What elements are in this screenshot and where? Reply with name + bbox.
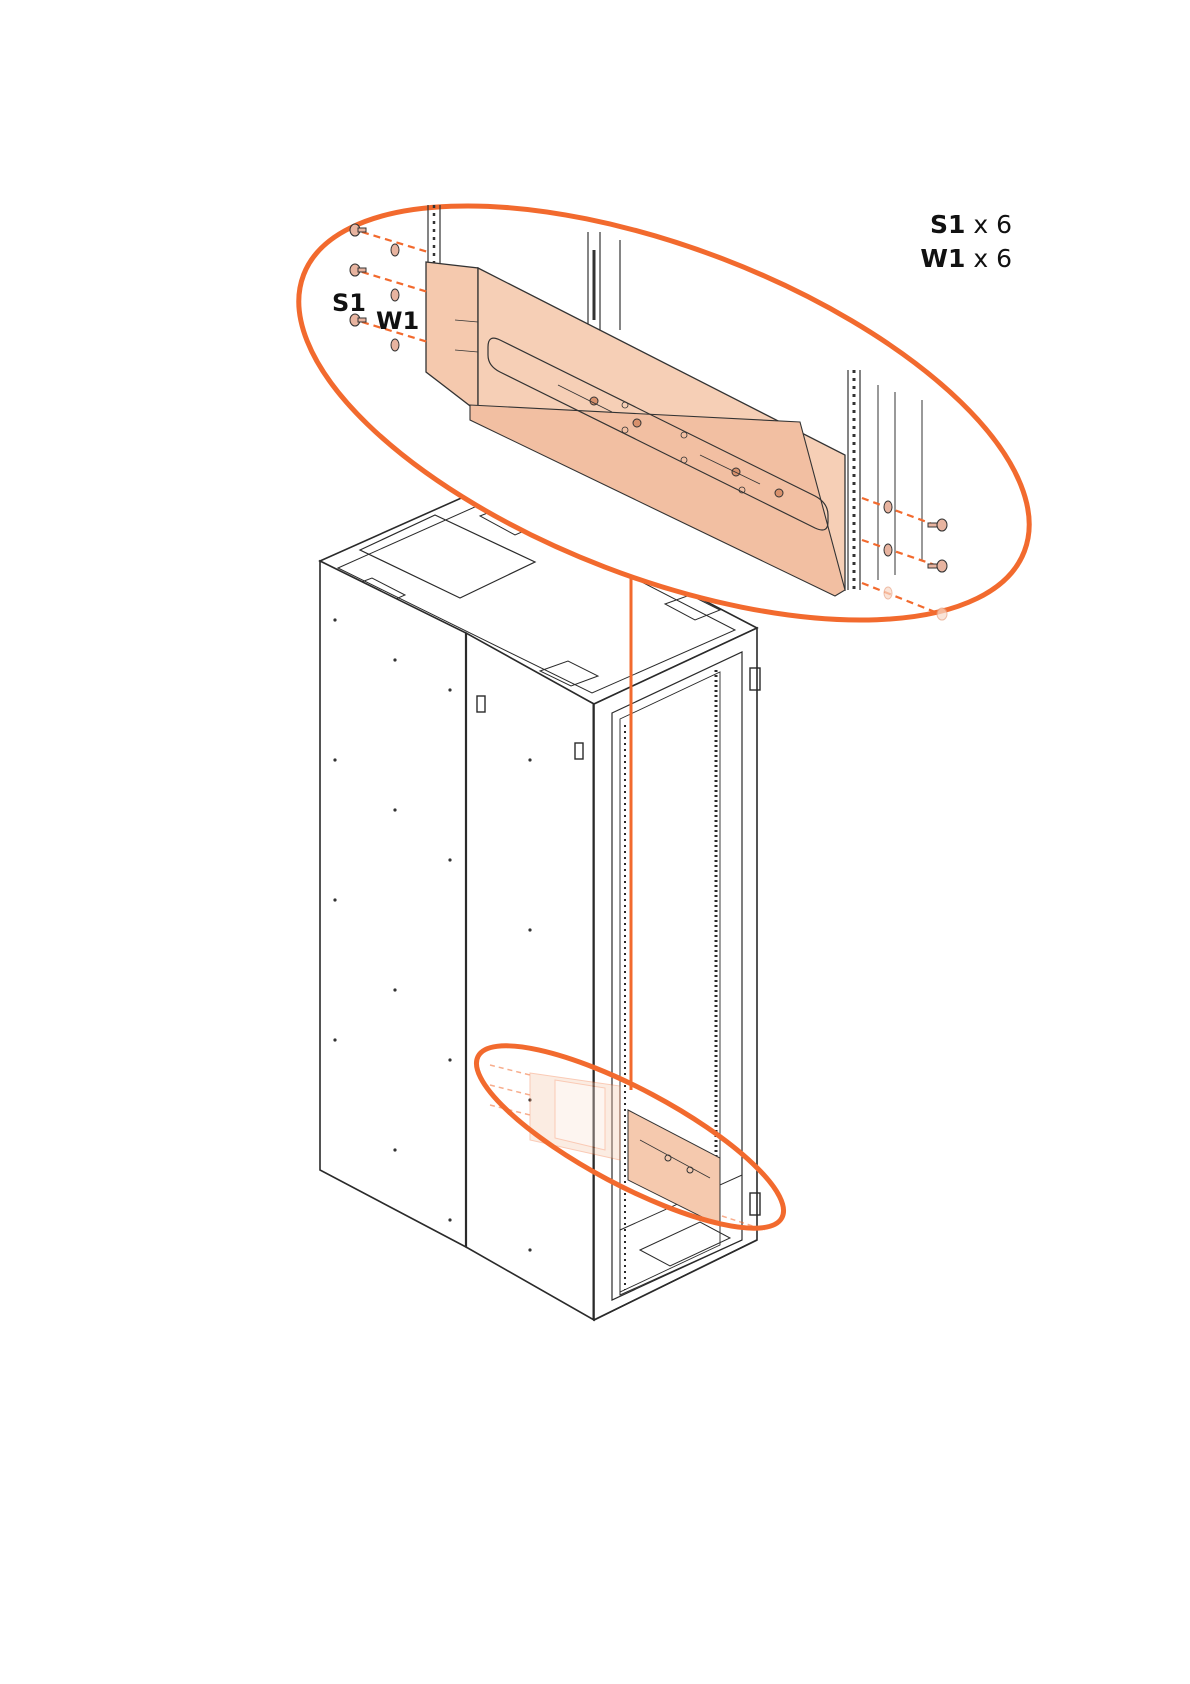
washer-qty: x 6 <box>973 244 1012 273</box>
parts-list-screw: S1 x 6 <box>930 210 1012 239</box>
washer-code: W1 <box>920 244 965 273</box>
callout-screw: S1 <box>332 289 366 317</box>
screw-qty: x 6 <box>973 210 1012 239</box>
parts-list-washer: W1 x 6 <box>920 244 1012 273</box>
callout-washer: W1 <box>376 307 419 335</box>
screw-code: S1 <box>930 210 965 239</box>
